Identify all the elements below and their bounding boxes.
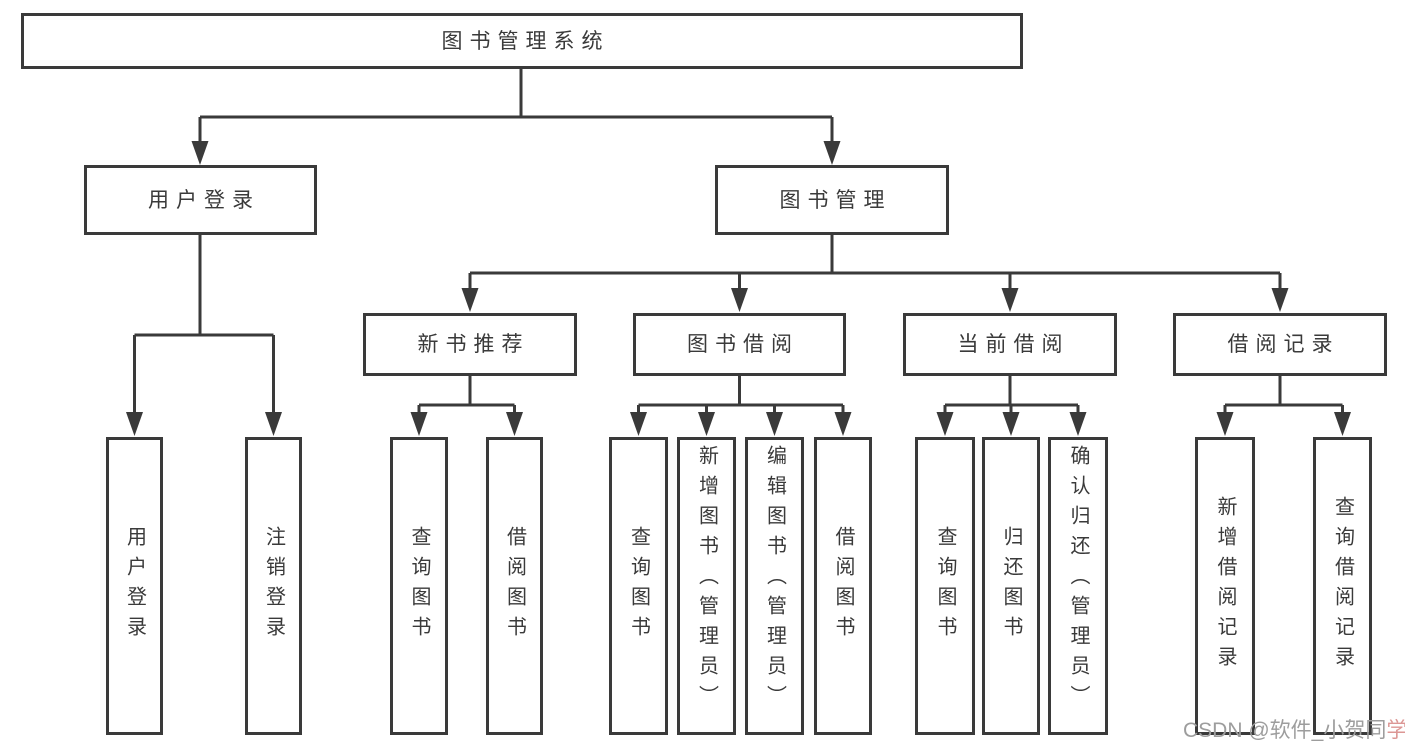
node-leaf-add-borrow-record: 新增借阅记录 [1195,437,1255,735]
node-label: 借阅记录 [1227,333,1340,356]
node-leaf-query-books-1: 查询图书 [390,437,448,735]
node-borrowing-records: 借阅记录 [1173,313,1387,376]
node-leaf-user-login: 用户登录 [106,437,163,735]
node-label: 新增借阅记录 [1214,496,1236,676]
node-label: 图书管理系统 [441,29,610,53]
node-user-login: 用户登录 [84,165,317,235]
node-leaf-query-books-3: 查询图书 [915,437,975,735]
node-label: 注销登录 [262,526,285,646]
connector-user-login [133,235,275,418]
connector-borrow-records [1223,376,1344,418]
node-label: 新书推荐 [417,333,530,356]
node-current-borrowing: 当前借阅 [903,313,1117,376]
node-book-management: 图书管理 [715,165,949,235]
node-label: 图书借阅 [687,333,799,356]
node-library-management-system: 图书管理系统 [21,13,1023,69]
node-label: 新增图书（管理员） [695,445,718,715]
node-leaf-return-books: 归还图书 [982,437,1040,735]
node-label: 用户登录 [148,188,260,212]
node-label: 查询图书 [408,526,430,646]
arrowheads [126,141,1351,436]
node-label: 查询图书 [934,526,956,646]
node-leaf-edit-books-admin: 编辑图书（管理员） [745,437,804,735]
node-leaf-confirm-return-admin: 确认归还（管理员） [1048,437,1108,735]
node-label: 查询借阅记录 [1331,496,1354,676]
connector-book-borrowing [637,376,845,418]
node-label: 编辑图书（管理员） [763,445,786,715]
node-label: 查询图书 [627,526,650,646]
csdn-watermark: CSDN @软件_小贺同学 [1183,714,1405,744]
node-label: 用户登录 [123,526,146,646]
node-label: 确认归还（管理员） [1067,445,1089,715]
node-leaf-query-books-2: 查询图书 [609,437,668,735]
node-new-book-recommendation: 新书推荐 [363,313,577,376]
node-label: 归还图书 [1000,526,1022,646]
connector-current-borrowing [943,376,1080,418]
node-book-borrowing: 图书借阅 [633,313,846,376]
node-leaf-borrow-books-2: 借阅图书 [814,437,872,735]
connector-book-management [468,235,1282,294]
node-leaf-logout: 注销登录 [245,437,302,735]
node-leaf-query-borrow-record: 查询借阅记录 [1313,437,1372,735]
connector-new-book [417,376,516,418]
watermark-text: CSDN @软件_小贺同 [1183,719,1387,742]
node-leaf-borrow-books-1: 借阅图书 [486,437,543,735]
node-label: 图书管理 [779,188,892,212]
node-leaf-add-books-admin: 新增图书（管理员） [677,437,736,735]
node-label: 借阅图书 [503,526,526,646]
node-label: 借阅图书 [832,526,854,646]
connector-root [198,69,834,148]
node-label: 当前借阅 [957,333,1070,356]
watermark-accent-char: 学 [1386,719,1405,742]
